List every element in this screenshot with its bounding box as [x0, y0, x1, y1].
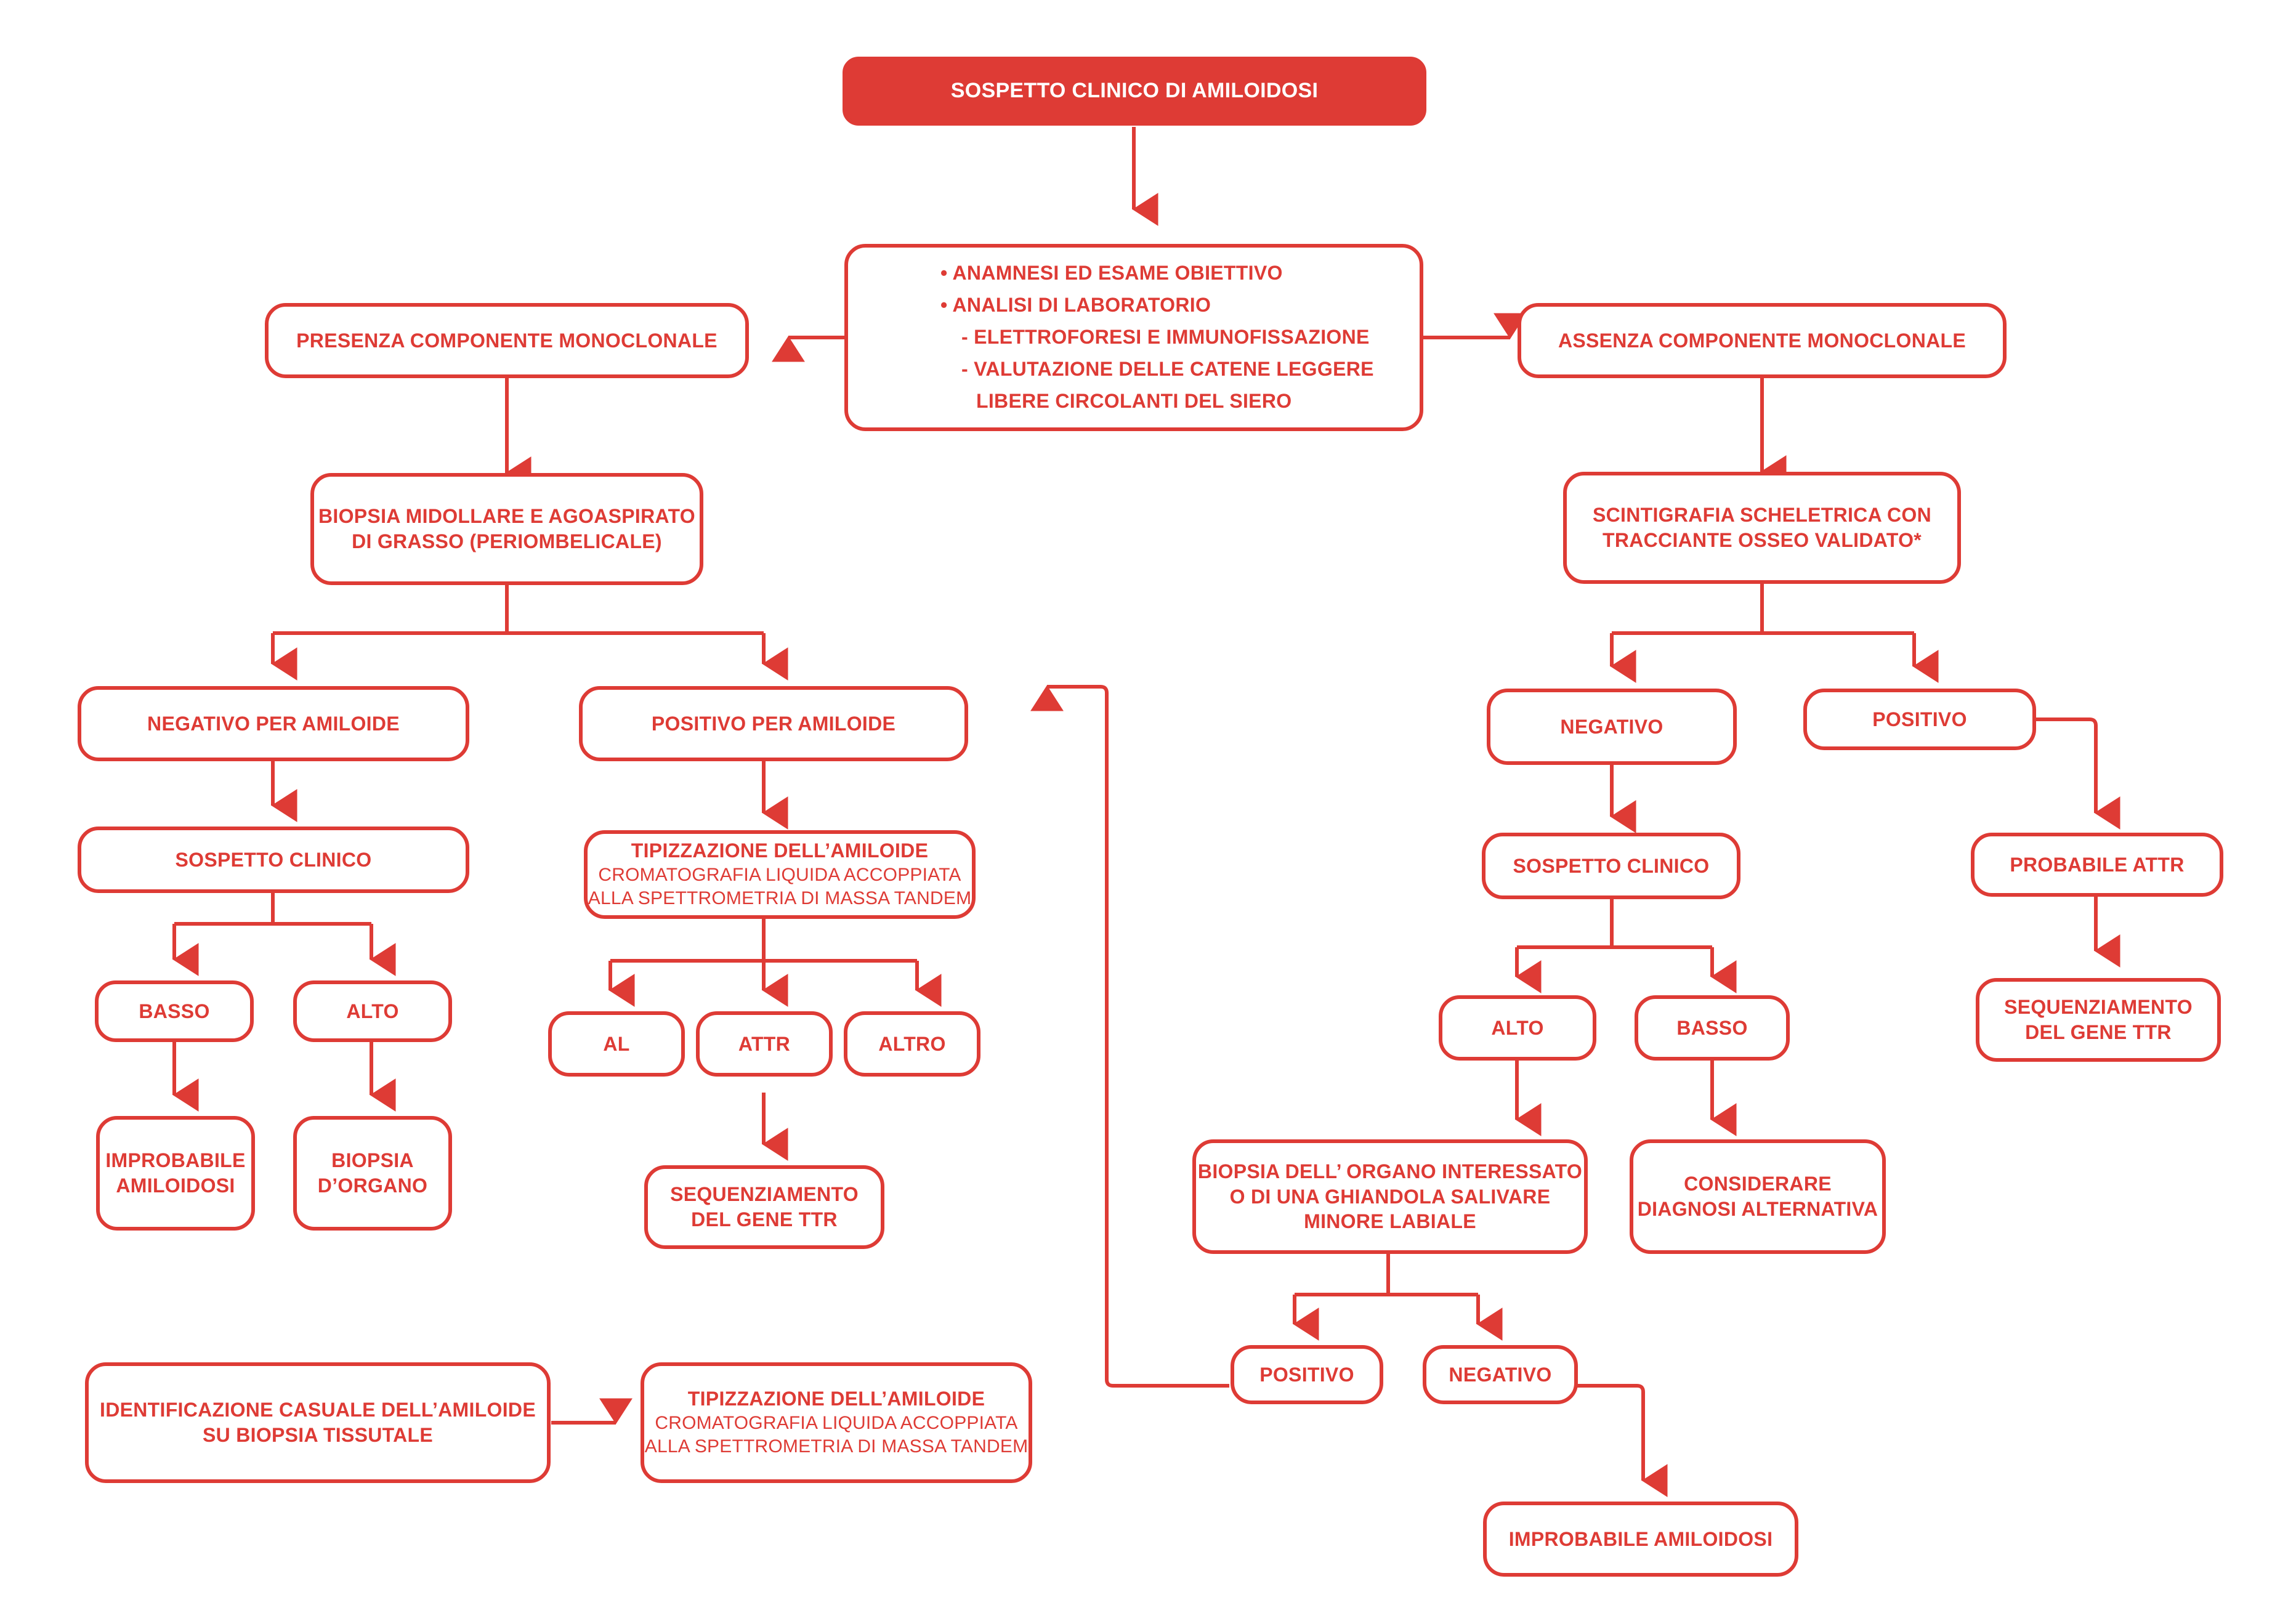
node-label: BASSO: [1676, 1016, 1748, 1039]
sequenziamento-left-line-1: SEQUENZIAMENTO: [670, 1183, 859, 1206]
node-attr[interactable]: ATTR: [696, 1011, 833, 1077]
biopsia-organo-line-2: D’ORGANO: [317, 1174, 428, 1197]
node-considerare-diagnosi-alternativa[interactable]: CONSIDERARE DIAGNOSI ALTERNATIVA: [1630, 1139, 1886, 1254]
node-label: BASSO: [139, 1000, 210, 1022]
biopsia-salivare-line-2: O DI UNA GHIANDOLA SALIVARE: [1229, 1185, 1551, 1208]
node-label: PRESENZA COMPONENTE MONOCLONALE: [296, 329, 718, 352]
node-label: SOSPETTO CLINICO: [175, 848, 372, 871]
node-tipizzazione-amiloide-left[interactable]: TIPIZZAZIONE DELL’AMILOIDE CROMATOGRAFIA…: [584, 830, 976, 919]
node-negativo-biopsia[interactable]: NEGATIVO: [1423, 1345, 1578, 1404]
node-basso-right[interactable]: BASSO: [1635, 995, 1790, 1061]
node-label: IMPROBABILE AMILOIDOSI: [1508, 1527, 1773, 1550]
workup-line-4: - VALUTAZIONE DELLE CATENE LEGGERE: [961, 357, 1374, 380]
node-presenza-componente-monoclonale[interactable]: PRESENZA COMPONENTE MONOCLONALE: [265, 303, 749, 378]
node-sospetto-clinico-right[interactable]: SOSPETTO CLINICO: [1482, 833, 1740, 899]
node-label: ALTO: [1491, 1016, 1544, 1039]
workup-line-1: • ANAMNESI ED ESAME OBIETTIVO: [940, 262, 1283, 285]
biopsia-salivare-line-3: MINORE LABIALE: [1304, 1210, 1476, 1233]
node-label: ASSENZA COMPONENTE MONOCLONALE: [1558, 329, 1967, 352]
node-label: POSITIVO PER AMILOIDE: [651, 712, 896, 735]
node-label: ALTO: [346, 1000, 399, 1022]
scintigrafia-line-1: SCINTIGRAFIA SCHELETRICA CON: [1592, 504, 1932, 527]
node-tipizzazione-amiloide-bottom[interactable]: TIPIZZAZIONE DELL’AMILOIDE CROMATOGRAFIA…: [641, 1362, 1032, 1483]
node-altro[interactable]: ALTRO: [844, 1011, 980, 1077]
node-scintigrafia-scheletrica[interactable]: SCINTIGRAFIA SCHELETRICA CON TRACCIANTE …: [1563, 472, 1961, 584]
node-label: POSITIVO: [1872, 708, 1967, 730]
workup-line-2: • ANALISI DI LABORATORIO: [940, 294, 1211, 317]
node-negativo-per-amiloide[interactable]: NEGATIVO PER AMILOIDE: [78, 686, 469, 761]
sequenziamento-right-line-2: DEL GENE TTR: [2025, 1021, 2172, 1043]
biopsia-midollare-line-1: BIOPSIA MIDOLLARE E AGOASPIRATO: [318, 505, 696, 528]
node-improbabile-amiloidosi-right[interactable]: IMPROBABILE AMILOIDOSI: [1483, 1502, 1798, 1577]
improbabile-left-line-1: IMPROBABILE: [105, 1149, 246, 1172]
tipizzazione-bottom-line-3: ALLA SPETTROMETRIA DI MASSA TANDEM: [644, 1436, 1029, 1457]
tipizzazione-left-line-1: TIPIZZAZIONE DELL’AMILOIDE: [631, 839, 929, 862]
node-negativo-scintigrafia[interactable]: NEGATIVO: [1487, 689, 1737, 765]
node-workup-anamnesi-laboratorio[interactable]: • ANAMNESI ED ESAME OBIETTIVO • ANALISI …: [844, 244, 1423, 431]
node-biopsia-midollare-agoaspirato[interactable]: BIOPSIA MIDOLLARE E AGOASPIRATO DI GRASS…: [310, 473, 703, 585]
biopsia-salivare-line-1: BIOPSIA DELL’ ORGANO INTERESSATO: [1197, 1160, 1583, 1182]
biopsia-midollare-line-2: DI GRASSO (PERIOMBELICALE): [352, 530, 662, 552]
improbabile-left-line-2: AMILOIDOSI: [116, 1174, 235, 1197]
node-al[interactable]: AL: [548, 1011, 685, 1077]
node-sequenziamento-gene-ttr-right[interactable]: SEQUENZIAMENTO DEL GENE TTR: [1976, 978, 2221, 1062]
tipizzazione-bottom-line-2: CROMATOGRAFIA LIQUIDA ACCOPPIATA: [655, 1413, 1018, 1434]
node-sequenziamento-gene-ttr-left[interactable]: SEQUENZIAMENTO DEL GENE TTR: [644, 1165, 884, 1249]
node-identificazione-casuale-amiloide[interactable]: IDENTIFICAZIONE CASUALE DELL’AMILOIDE SU…: [85, 1362, 551, 1483]
node-positivo-biopsia[interactable]: POSITIVO: [1231, 1345, 1383, 1404]
node-label: SOSPETTO CLINICO: [1513, 854, 1710, 877]
sequenziamento-left-line-2: DEL GENE TTR: [691, 1208, 838, 1231]
node-label: NEGATIVO: [1560, 715, 1663, 738]
biopsia-organo-line-1: BIOPSIA: [331, 1149, 414, 1172]
node-positivo-scintigrafia[interactable]: POSITIVO: [1803, 689, 2036, 750]
node-sospetto-clinico-amiloidosi[interactable]: SOSPETTO CLINICO DI AMILOIDOSI: [843, 57, 1426, 126]
node-label: ATTR: [738, 1032, 791, 1055]
identificazione-line-2: SU BIOPSIA TISSUTALE: [202, 1424, 434, 1446]
workup-line-5: LIBERE CIRCOLANTI DEL SIERO: [976, 389, 1292, 412]
node-sospetto-clinico-left[interactable]: SOSPETTO CLINICO: [78, 827, 469, 893]
node-biopsia-organo-ghiandola-salivare[interactable]: BIOPSIA DELL’ ORGANO INTERESSATO O DI UN…: [1192, 1139, 1588, 1254]
node-label: NEGATIVO PER AMILOIDE: [147, 712, 400, 735]
node-basso-left[interactable]: BASSO: [95, 980, 254, 1042]
node-assenza-componente-monoclonale[interactable]: ASSENZA COMPONENTE MONOCLONALE: [1518, 303, 2007, 378]
node-biopsia-organo[interactable]: BIOPSIA D’ORGANO: [293, 1116, 452, 1231]
scintigrafia-line-2: TRACCIANTE OSSEO VALIDATO*: [1602, 529, 1922, 551]
sequenziamento-right-line-1: SEQUENZIAMENTO: [2004, 996, 2193, 1019]
considerare-line-2: DIAGNOSI ALTERNATIVA: [1637, 1198, 1878, 1220]
node-alto-right[interactable]: ALTO: [1439, 995, 1596, 1061]
node-label: NEGATIVO: [1449, 1363, 1552, 1386]
node-label: AL: [603, 1032, 630, 1055]
identificazione-line-1: IDENTIFICAZIONE CASUALE DELL’AMILOIDE: [100, 1399, 536, 1421]
node-alto-left[interactable]: ALTO: [293, 980, 452, 1042]
tipizzazione-left-line-3: ALLA SPETTROMETRIA DI MASSA TANDEM: [588, 888, 972, 909]
node-label: SOSPETTO CLINICO DI AMILOIDOSI: [950, 79, 1319, 103]
tipizzazione-bottom-line-1: TIPIZZAZIONE DELL’AMILOIDE: [687, 1388, 985, 1410]
node-label: POSITIVO: [1259, 1363, 1354, 1386]
node-label: ALTRO: [878, 1032, 946, 1055]
workup-line-3: - ELETTROFORESI E IMMUNOFISSAZIONE: [961, 326, 1370, 349]
tipizzazione-left-line-2: CROMATOGRAFIA LIQUIDA ACCOPPIATA: [598, 865, 961, 886]
considerare-line-1: CONSIDERARE: [1684, 1173, 1832, 1195]
node-label: PROBABILE ATTR: [2010, 853, 2185, 876]
node-probabile-attr[interactable]: PROBABILE ATTR: [1971, 833, 2223, 897]
node-positivo-per-amiloide[interactable]: POSITIVO PER AMILOIDE: [579, 686, 968, 761]
node-improbabile-amiloidosi-left[interactable]: IMPROBABILE AMILOIDOSI: [96, 1116, 255, 1231]
